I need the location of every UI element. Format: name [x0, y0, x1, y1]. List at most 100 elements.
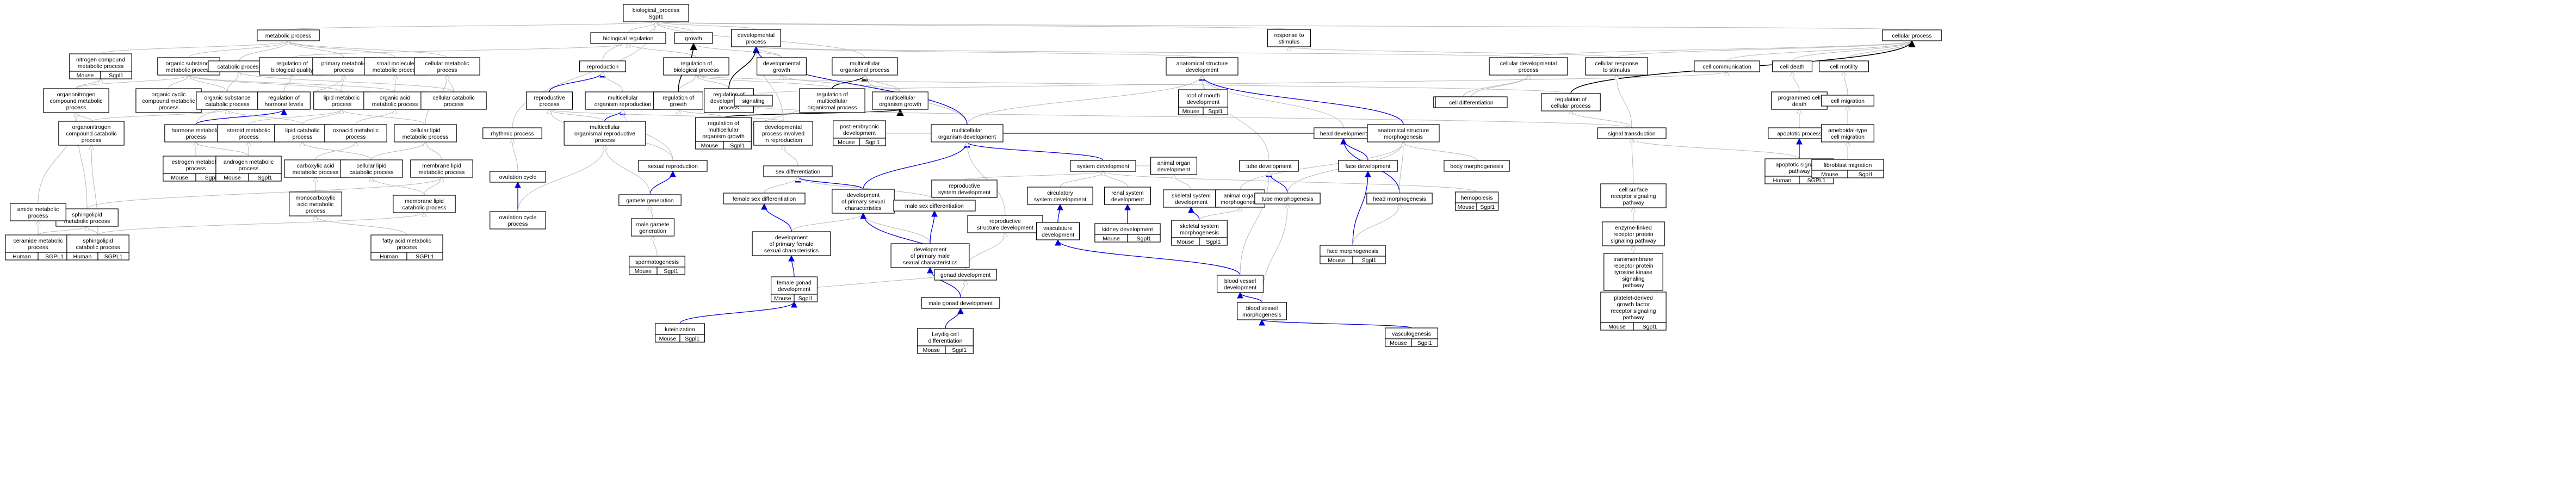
go-term-tubedev[interactable]: tube development [1239, 160, 1299, 172]
go-term-headdev[interactable]: head development [1314, 127, 1373, 139]
go-term-sysdev[interactable]: system development [1070, 160, 1136, 172]
go-term-celldeath[interactable]: cell death [1772, 60, 1813, 72]
go-term-signaling[interactable]: signaling [734, 95, 773, 107]
go-term-sexrep[interactable]: sexual reproduction [638, 160, 708, 172]
go-term-cellproc[interactable]: cellular process [1882, 29, 1942, 41]
go-term-growth[interactable]: growth [674, 32, 713, 44]
go-term-sigtrans[interactable]: signal transduction [1597, 127, 1667, 139]
go-term-bioreg[interactable]: biological regulation [590, 32, 666, 44]
go-term-rhy[interactable]: rhythmic process [482, 127, 542, 139]
go-term-metab[interactable]: metabolic process [257, 29, 320, 41]
go-term-malesex[interactable]: male sex differentiation [893, 200, 976, 212]
go-term-cellcomm[interactable]: cell communication [1694, 60, 1760, 72]
go-term-tubemorph[interactable]: tube morphogenesis [1254, 193, 1321, 204]
go-term-sexdiff[interactable]: sex differentiation [763, 165, 833, 177]
go-term-ovc[interactable]: ovulation cycle [490, 171, 546, 183]
go-term-apsp[interactable]: apoptotic process [1768, 127, 1831, 139]
go-term-cellmig[interactable]: cell migration [1821, 95, 1874, 107]
go-term-malegonad[interactable]: male gonad development [921, 297, 1000, 309]
go-term-facedev[interactable]: face development [1338, 160, 1398, 172]
go-term-catab[interactable]: catabolic process [208, 60, 271, 72]
go-term-celldiff[interactable]: cell differentiation [1435, 96, 1508, 108]
go-term-cellmot[interactable]: cell motility [1819, 60, 1869, 72]
go-term-bodymorph[interactable]: body morphogenesis [1444, 160, 1510, 172]
